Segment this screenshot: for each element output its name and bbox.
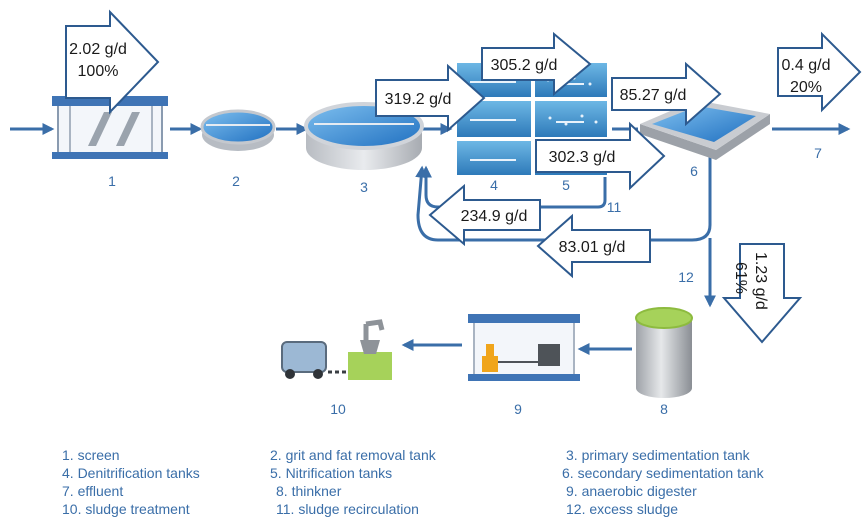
unit-number-8: 8 — [660, 401, 668, 417]
unit-number-3: 3 — [360, 179, 368, 195]
internal-recirc-arrow: 302.3 g/d — [535, 121, 666, 191]
legend-item-5: 5. Nitrification tanks — [270, 465, 393, 481]
unit-number-2: 2 — [232, 173, 240, 189]
input-flow-percent: 100% — [78, 63, 119, 80]
input-flow-value: 2.02 g/d — [69, 41, 127, 58]
excess-sludge-arrow: 1.23 g/d 61% — [721, 243, 803, 344]
nitrification-flow-arrow: 305.2 g/d — [481, 31, 592, 97]
tanks-inflow-arrow: 319.2 g/d — [375, 63, 486, 133]
effluent-flow-value: 0.4 g/d — [782, 57, 831, 74]
excess-sludge-value: 1.23 g/d — [752, 252, 769, 310]
legend-item-11: 11. sludge recirculation — [276, 501, 419, 517]
legend-item-10: 10. sludge treatment — [62, 501, 190, 517]
legend-item-9: 9. anaerobic digester — [566, 483, 697, 499]
unit-number-4: 4 — [490, 177, 498, 193]
recirc-back-value: 234.9 g/d — [461, 208, 528, 225]
digester-unit — [468, 314, 580, 381]
unit-number-7: 7 — [814, 145, 822, 161]
grit-tank-unit — [200, 109, 276, 151]
effluent-flow-percent: 20% — [790, 79, 822, 96]
secondary-inflow-value: 85.27 g/d — [620, 87, 687, 104]
recirc-back-arrow: 234.9 g/d — [428, 183, 541, 247]
unit-number-10: 10 — [330, 401, 346, 417]
treatment-unit — [281, 319, 392, 380]
legend-item-1: 1. screen — [62, 447, 120, 463]
unit-number-1: 1 — [108, 173, 116, 189]
legend-item-7: 7. effluent — [62, 483, 124, 499]
tanks-inflow-value: 319.2 g/d — [385, 91, 452, 108]
legend-item-4: 4. Denitrification tanks — [62, 465, 200, 481]
nitrification-flow-value: 305.2 g/d — [491, 57, 558, 74]
unit-number-6: 6 — [690, 163, 698, 179]
secondary-inflow-arrow: 85.27 g/d — [611, 61, 722, 127]
return-sludge-value: 83.01 g/d — [559, 239, 626, 256]
legend-item-2: 2. grit and fat removal tank — [270, 447, 436, 463]
legend-item-12: 12. excess sludge — [566, 501, 679, 517]
excess-sludge-percent: 61% — [732, 262, 749, 294]
unit-number-5: 5 — [562, 177, 570, 193]
effluent-flow-arrow: 0.4 g/d 20% — [777, 31, 862, 113]
internal-recirc-value: 302.3 g/d — [549, 149, 616, 166]
unit-number-12: 12 — [678, 269, 694, 285]
return-sludge-arrow: 83.01 g/d — [536, 213, 651, 279]
thickener-unit — [635, 307, 693, 398]
unit-number-11: 11 — [607, 199, 622, 215]
unit-number-9: 9 — [514, 401, 522, 417]
legend-item-8: 8. thinkner — [276, 483, 342, 499]
legend-item-6: 6. secondary sedimentation tank — [562, 465, 764, 481]
input-flow-arrow: 2.02 g/d 100% — [65, 9, 160, 115]
flow-lines — [10, 123, 851, 355]
legend-item-3: 3. primary sedimentation tank — [566, 447, 750, 463]
secondary-tank-unit — [640, 100, 770, 160]
